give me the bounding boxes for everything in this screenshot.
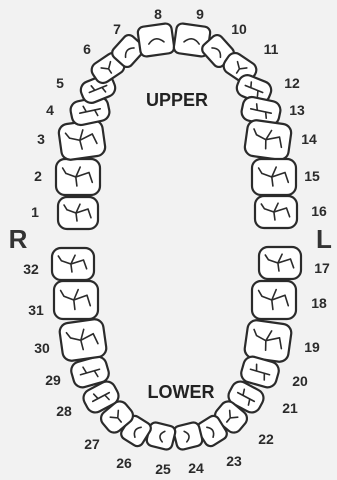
tooth-number-17: 17	[314, 260, 330, 276]
tooth-number-26: 26	[116, 455, 132, 471]
tooth-number-9: 9	[196, 6, 204, 22]
tooth-number-1: 1	[31, 204, 39, 220]
tooth-number-18: 18	[311, 295, 327, 311]
tooth-number-11: 11	[264, 41, 279, 57]
tooth-number-20: 20	[292, 373, 308, 389]
right-side-label: R	[9, 224, 28, 254]
tooth-number-5: 5	[56, 75, 64, 91]
tooth-number-28: 28	[56, 403, 72, 419]
tooth-number-10: 10	[231, 21, 247, 37]
tooth-number-6: 6	[83, 41, 91, 57]
tooth-32[interactable]	[52, 248, 94, 280]
tooth-24-crown	[172, 421, 203, 451]
tooth-number-30: 30	[34, 340, 50, 356]
tooth-number-22: 22	[258, 431, 274, 447]
tooth-number-4: 4	[46, 102, 54, 118]
tooth-number-21: 21	[282, 400, 298, 416]
tooth-14[interactable]	[244, 119, 293, 161]
tooth-18[interactable]	[252, 281, 296, 319]
tooth-number-23: 23	[226, 453, 242, 469]
tooth-16[interactable]	[255, 196, 297, 228]
tooth-number-2: 2	[34, 168, 42, 184]
tooth-number-8: 8	[154, 6, 162, 22]
tooth-number-24: 24	[188, 460, 204, 476]
tooth-number-25: 25	[155, 461, 171, 477]
tooth-number-13: 13	[289, 102, 305, 118]
left-side-label: L	[316, 224, 332, 254]
tooth-31[interactable]	[54, 281, 98, 319]
tooth-number-19: 19	[304, 339, 320, 355]
tooth-number-15: 15	[304, 168, 320, 184]
tooth-1[interactable]	[58, 197, 98, 229]
tooth-number-32: 32	[23, 261, 39, 277]
tooth-number-27: 27	[84, 436, 100, 452]
tooth-number-14: 14	[301, 131, 317, 147]
lower-arch-label: LOWER	[148, 382, 215, 402]
tooth-number-3: 3	[37, 131, 45, 147]
tooth-30[interactable]	[59, 318, 108, 362]
tooth-number-29: 29	[45, 372, 61, 388]
tooth-number-12: 12	[284, 75, 300, 91]
tooth-8[interactable]	[137, 23, 175, 57]
tooth-24[interactable]	[172, 421, 203, 451]
upper-arch-label: UPPER	[146, 90, 208, 110]
tooth-number-7: 7	[113, 21, 121, 37]
tooth-number-31: 31	[28, 302, 44, 318]
tooth-17[interactable]	[259, 247, 301, 279]
tooth-8-crown	[137, 23, 175, 57]
tooth-15[interactable]	[252, 159, 296, 195]
tooth-2[interactable]	[56, 159, 100, 195]
tooth-number-16: 16	[311, 203, 327, 219]
